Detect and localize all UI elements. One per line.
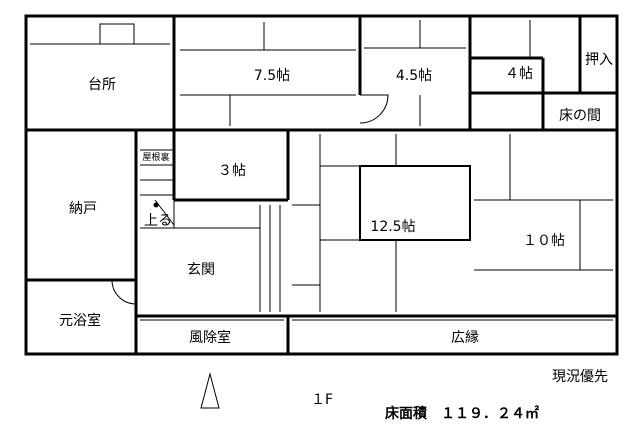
floor-label: １F <box>311 392 333 408</box>
door-swings <box>111 94 389 305</box>
stairs <box>140 149 175 228</box>
north-arrow <box>200 372 220 409</box>
note-label: 現況優先 <box>552 369 608 385</box>
entrance-label: 玄関 <box>187 261 215 278</box>
veranda-label: 広縁 <box>451 330 479 346</box>
attic-label: 屋根裏 <box>142 151 169 163</box>
interior-walls <box>26 16 617 354</box>
room-10-label: １０帖 <box>523 233 565 249</box>
room-7-5-label: 7.5帖 <box>254 68 290 84</box>
room-4-5-label: 4.5帖 <box>396 68 432 84</box>
room-4-label: ４帖 <box>505 66 533 82</box>
closet-label: 押入 <box>585 52 613 68</box>
outer-walls <box>24 14 619 356</box>
kitchen-label: 台所 <box>88 77 116 93</box>
storage-label: 納戸 <box>69 201 97 217</box>
tokonoma-label: 床の間 <box>559 108 601 124</box>
tatami-lines <box>30 20 613 321</box>
room-3-label: ３帖 <box>218 163 246 179</box>
windbreak-label: 風除室 <box>189 329 231 346</box>
up-stairs-label: 上る <box>144 213 172 229</box>
room-12-5-label: 12.5帖 <box>370 219 415 235</box>
bath-label: 元浴室 <box>59 312 101 329</box>
area-label: 床面積 １１９．２４㎡ <box>385 405 539 422</box>
